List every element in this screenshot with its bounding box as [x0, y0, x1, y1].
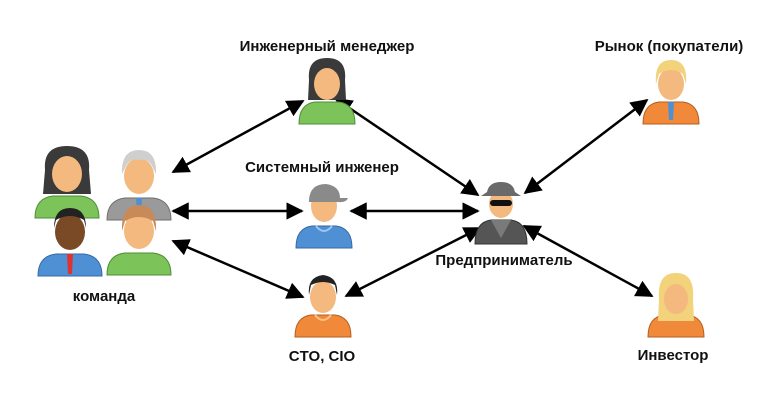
label-team: команда [72, 288, 136, 305]
cto-cio-icon [294, 275, 352, 338]
label-entrepreneur: Предприниматель [435, 252, 573, 269]
team-member-4 [106, 205, 172, 276]
system-engineer-icon [295, 184, 353, 249]
connections [171, 97, 654, 299]
arrow-team-engmanager [171, 99, 305, 174]
arrow-cto-entrepreneur [344, 226, 482, 298]
label-cto-cio: CTO, CIO [288, 348, 356, 365]
team-group-icon [34, 146, 172, 277]
investor-icon [647, 273, 705, 338]
engineering-manager-icon [298, 58, 356, 125]
label-market: Рынок (покупатели) [594, 38, 744, 55]
arrow-team-cto [171, 239, 305, 299]
label-system-engineer: Системный инженер [245, 159, 399, 176]
label-engineering-manager: Инженерный менеджер [239, 38, 415, 55]
label-investor: Инвестор [637, 347, 709, 364]
team-member-3 [37, 208, 103, 277]
entrepreneur-spy-icon [474, 182, 528, 245]
team-member-1 [34, 146, 100, 219]
arrow-entrepreneur-investor [522, 224, 654, 298]
market-buyer-icon [642, 60, 700, 125]
arrow-entrepreneur-market [523, 98, 649, 195]
arrow-engmanager-entrepreneur [334, 97, 480, 197]
